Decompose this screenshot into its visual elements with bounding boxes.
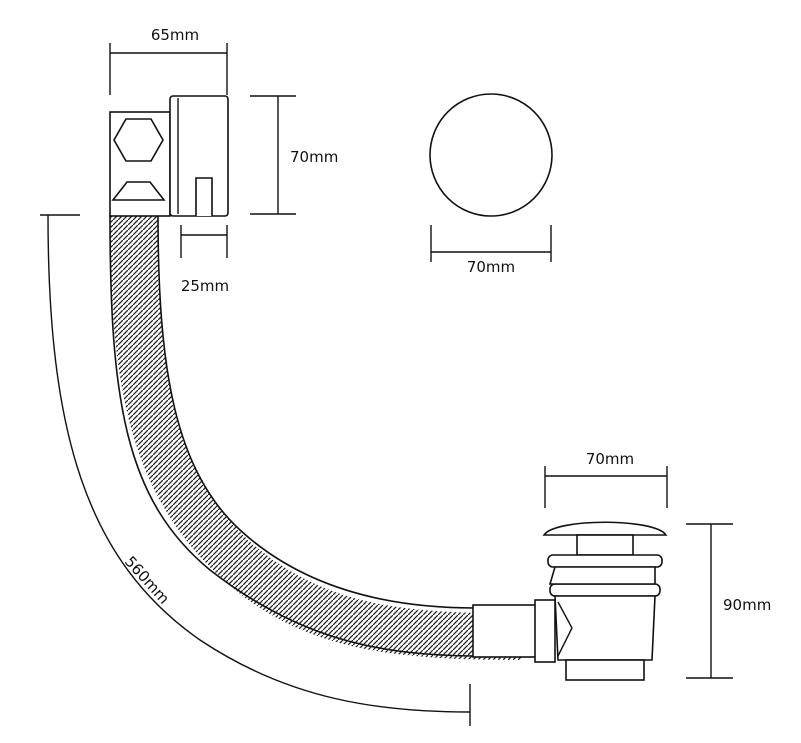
hose-outer-edge	[109, 214, 476, 657]
waste-chevron	[557, 601, 573, 657]
lower-nut-icon	[111, 181, 166, 201]
waste-ring-top	[547, 554, 663, 568]
waste-unit	[472, 521, 668, 681]
waste-height-label: 90mm	[723, 596, 771, 614]
waste-ring-mid	[549, 583, 661, 597]
overflow-slot	[195, 177, 213, 216]
dim-overflow-slot: 25mm	[180, 225, 229, 295]
hose-length-label: 560mm	[121, 553, 173, 608]
waste-inlet-collar	[534, 599, 556, 663]
plug-stem	[576, 534, 634, 556]
dim-waste-height: 90mm	[686, 523, 771, 679]
flexible-hose	[109, 214, 523, 660]
hose-length-arc	[47, 214, 471, 713]
overflow-width-label: 65mm	[151, 26, 199, 44]
overflow-head	[109, 95, 229, 217]
dim-overflow-width: 65mm	[109, 26, 228, 95]
waste-body	[548, 566, 656, 585]
hose-inner-edge	[157, 214, 476, 609]
dim-overflow-height: 70mm	[250, 95, 338, 215]
dim-waste-width: 70mm	[544, 450, 668, 508]
overflow-slot-label: 25mm	[181, 277, 229, 295]
cap-diameter-label: 70mm	[467, 258, 515, 276]
overflow-height-label: 70mm	[290, 148, 338, 166]
hose-body	[110, 215, 523, 660]
waste-inlet-pipe	[472, 604, 544, 658]
waste-outlet	[565, 659, 645, 681]
waste-lower-body	[554, 595, 656, 661]
plug-dome	[542, 521, 668, 536]
hex-nut-icon	[113, 118, 164, 162]
waste-width-label: 70mm	[586, 450, 634, 468]
overflow-cap-front: 70mm	[429, 93, 553, 276]
cap-circle	[429, 93, 553, 217]
